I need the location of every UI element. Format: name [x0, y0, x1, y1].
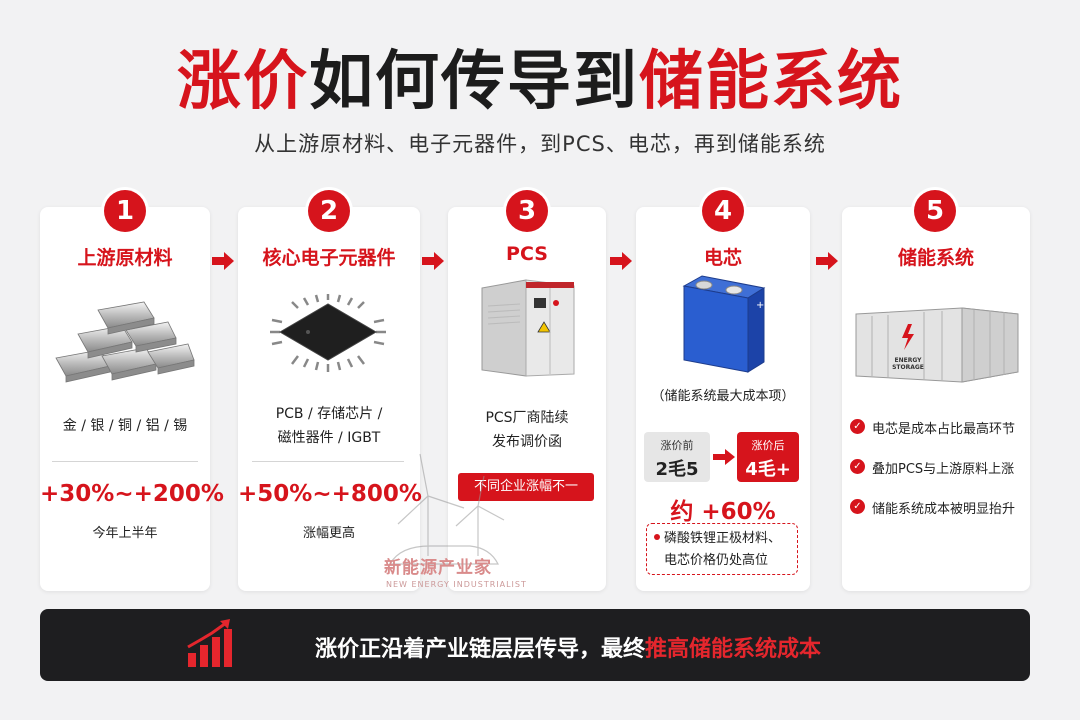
stage-card-1: [40, 207, 210, 591]
check-icon: ✓: [850, 459, 865, 474]
stage-1-note: 今年上半年: [92, 526, 158, 541]
stage-4-note: （储能系统最大成本项）: [651, 389, 795, 404]
battery-cell-icon: +: [682, 275, 766, 373]
price-before-value: 2毛5: [655, 459, 699, 480]
divider: [252, 461, 404, 462]
stage-card-3: [448, 207, 606, 591]
stage-title-5: 储能系统: [897, 247, 974, 269]
stage-number-5: 5: [914, 190, 956, 232]
watermark-text: 新能源产业家: [384, 558, 492, 578]
check-icon: ✓: [850, 499, 865, 514]
stage-1-increase: +30%~+200%: [40, 481, 224, 507]
subtitle: 从上游原材料、电子元器件，到PCS、电芯，再到储能系统: [254, 132, 826, 156]
stage-card-2: [238, 207, 420, 591]
summary-text-highlight: 推高储能系统成本: [645, 637, 822, 662]
stage-1-items: 金 / 银 / 铜 / 铝 / 锡: [62, 418, 188, 434]
container-label-line1: ENERGY: [895, 357, 923, 364]
pcs-cabinet-icon: [481, 279, 575, 377]
stage-card-5: [842, 207, 1030, 591]
check-icon: ✓: [850, 419, 865, 434]
page-title: 涨价如何传导到储能系统: [0, 42, 1080, 122]
price-before-label: 涨价前: [660, 439, 694, 452]
stage-number-2: 2: [308, 190, 350, 232]
flow-arrow-icon: [610, 252, 632, 270]
flow-arrow-icon: [422, 252, 444, 270]
price-after-value: 4毛+: [745, 459, 791, 480]
watermark-wind-turbine-icon: [388, 453, 505, 565]
stage-title-2: 核心电子元器件: [262, 247, 396, 269]
price-after-box: 涨价后 4毛+: [737, 432, 799, 482]
arrow-right-icon: [713, 449, 735, 465]
bullet-dot-icon: [654, 534, 660, 540]
stage-2-increase: +50%~+800%: [238, 481, 422, 507]
stage-4-change: 约 +60%: [670, 499, 776, 525]
stage-3-desc-line2: 发布调价函: [492, 434, 562, 450]
summary-text: 涨价正沿着产业链层层传导，最终推高储能系统成本: [315, 631, 821, 663]
stage-title-1: 上游原材料: [77, 247, 173, 269]
stage-number-1: 1: [104, 190, 146, 232]
title-part-3: 储能系统: [639, 45, 903, 119]
container-label-line2: STORAGE: [892, 364, 924, 371]
stage-4-remark-line2: 电芯价格仍处高位: [664, 553, 769, 568]
divider: [52, 461, 198, 462]
summary-text-main: 涨价正沿着产业链层层传导，最终: [315, 637, 646, 662]
svg-text:+: +: [756, 300, 764, 311]
watermark-subtext: NEW ENERGY INDUSTRIALIST: [386, 580, 527, 589]
stage-2-items-line2: 磁性器件 / IGBT: [277, 430, 381, 446]
stage-2-note: 涨幅更高: [302, 526, 355, 541]
price-after-label: 涨价后: [751, 439, 785, 452]
metal-ingots-icon: [55, 301, 195, 383]
price-before-box: 涨价前 2毛5: [644, 432, 710, 482]
stage-4-remark-line1: 磷酸铁锂正极材料、: [664, 531, 782, 546]
title-part-2: 如何传导到: [309, 45, 639, 119]
summary-banner: 涨价正沿着产业链层层传导，最终推高储能系统成本: [40, 609, 1030, 681]
stage-2-items-line1: PCB / 存储芯片 /: [275, 406, 383, 422]
stage-4-remark-box: [646, 523, 798, 575]
title-part-1: 涨价: [177, 45, 309, 119]
stage-5-bullet-2: 叠加PCS与上游原料上涨: [872, 462, 1015, 477]
stage-title-3: PCS: [506, 243, 548, 265]
stage-5-bullet-3: 储能系统成本被明显抬升: [872, 502, 1016, 517]
stage-5-bullet-1: 电芯是成本占比最高环节: [872, 422, 1016, 437]
flow-arrow-icon: [816, 252, 838, 270]
flow-arrow-icon: [212, 252, 234, 270]
energy-storage-container-icon: ENERGY STORAGE: [855, 307, 1019, 383]
stage-number-4: 4: [702, 190, 744, 232]
stage-3-tag: 不同企业涨幅不一: [458, 473, 594, 501]
stage-title-4: 电芯: [703, 247, 742, 269]
stage-3-desc-line1: PCS厂商陆续: [485, 410, 569, 426]
stage-number-3: 3: [506, 190, 548, 232]
rising-chart-icon: [187, 619, 232, 667]
chip-icon: [270, 294, 386, 372]
